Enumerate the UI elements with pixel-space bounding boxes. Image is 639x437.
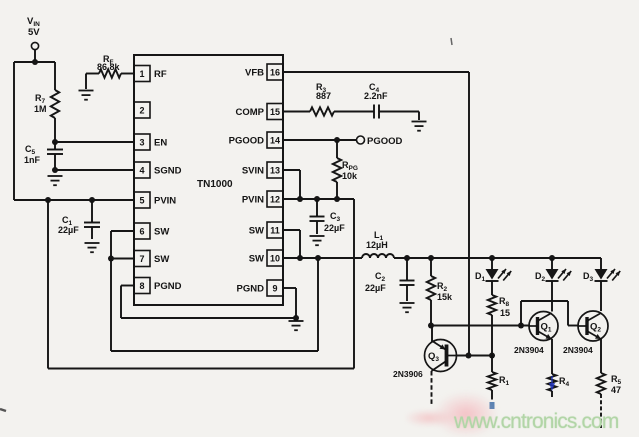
svg-text:RF: RF bbox=[103, 54, 114, 66]
svg-text:L1: L1 bbox=[374, 230, 384, 242]
svg-text:R2: R2 bbox=[437, 281, 448, 293]
svg-text:Q2: Q2 bbox=[590, 322, 601, 334]
svg-text:12µH: 12µH bbox=[366, 240, 388, 250]
svg-text:C5: C5 bbox=[25, 144, 36, 156]
svg-text:SVIN: SVIN bbox=[242, 166, 264, 177]
svg-text:SW: SW bbox=[154, 227, 169, 238]
svg-text:R8: R8 bbox=[499, 296, 510, 308]
svg-text:15: 15 bbox=[500, 308, 510, 318]
svg-text:PGND: PGND bbox=[154, 281, 182, 292]
svg-text:SW: SW bbox=[249, 226, 264, 237]
svg-text:16: 16 bbox=[270, 68, 280, 78]
svg-text:10k: 10k bbox=[342, 171, 358, 181]
svg-text:C1: C1 bbox=[62, 215, 73, 227]
svg-text:R5: R5 bbox=[611, 374, 622, 386]
svg-text:15: 15 bbox=[270, 107, 280, 117]
svg-text:COMP: COMP bbox=[236, 107, 265, 118]
svg-text:15k: 15k bbox=[437, 292, 453, 302]
svg-text:1: 1 bbox=[139, 69, 144, 79]
svg-text:13: 13 bbox=[270, 166, 280, 176]
svg-text:47: 47 bbox=[611, 385, 621, 395]
svg-text:1nF: 1nF bbox=[24, 155, 41, 165]
svg-text:PGOOD: PGOOD bbox=[367, 136, 403, 147]
svg-text:SW: SW bbox=[154, 254, 169, 265]
svg-text:PGND: PGND bbox=[237, 284, 265, 295]
svg-text:6: 6 bbox=[139, 227, 144, 237]
svg-text:2N3906: 2N3906 bbox=[393, 369, 423, 379]
svg-text:5V: 5V bbox=[28, 27, 40, 38]
svg-text:22µF: 22µF bbox=[58, 225, 79, 235]
svg-text:R7: R7 bbox=[35, 93, 46, 105]
svg-text:5: 5 bbox=[139, 196, 144, 206]
svg-text:TN1000: TN1000 bbox=[197, 179, 233, 190]
svg-text:SW: SW bbox=[249, 254, 264, 265]
svg-text:Q3: Q3 bbox=[428, 351, 439, 363]
svg-text:11: 11 bbox=[270, 226, 280, 236]
svg-text:SGND: SGND bbox=[154, 166, 182, 177]
svg-text:D3: D3 bbox=[583, 271, 594, 283]
svg-text:R1: R1 bbox=[499, 375, 510, 387]
svg-text:RF: RF bbox=[154, 69, 167, 80]
svg-text:22µF: 22µF bbox=[324, 223, 345, 233]
svg-text:86.8k: 86.8k bbox=[97, 62, 121, 72]
svg-text:D2: D2 bbox=[535, 271, 546, 283]
svg-text:R3: R3 bbox=[316, 82, 327, 94]
svg-text:Q1: Q1 bbox=[541, 322, 552, 334]
svg-text:PVIN: PVIN bbox=[242, 195, 264, 206]
svg-text:3: 3 bbox=[139, 138, 144, 148]
svg-text:1M: 1M bbox=[34, 104, 47, 114]
svg-text:12: 12 bbox=[270, 195, 280, 205]
svg-text:C2: C2 bbox=[375, 271, 386, 283]
svg-text:C3: C3 bbox=[330, 211, 341, 223]
svg-text:10: 10 bbox=[270, 254, 280, 264]
svg-text:R4: R4 bbox=[559, 376, 570, 388]
svg-text:4: 4 bbox=[139, 166, 144, 176]
svg-text:2.2nF: 2.2nF bbox=[364, 91, 388, 101]
svg-text:14: 14 bbox=[270, 136, 280, 146]
svg-text:7: 7 bbox=[139, 254, 144, 264]
svg-text:D1: D1 bbox=[475, 271, 486, 283]
svg-text:VFB: VFB bbox=[245, 68, 264, 79]
svg-text:PVIN: PVIN bbox=[154, 196, 176, 207]
svg-text:2N3904: 2N3904 bbox=[514, 345, 544, 355]
svg-text:9: 9 bbox=[272, 284, 277, 294]
svg-text:PGOOD: PGOOD bbox=[229, 136, 265, 147]
svg-text:8: 8 bbox=[139, 281, 144, 291]
svg-text:EN: EN bbox=[154, 138, 167, 149]
svg-text:2: 2 bbox=[139, 106, 144, 116]
svg-text:C4: C4 bbox=[369, 82, 380, 94]
svg-text:22µF: 22µF bbox=[365, 283, 386, 293]
svg-text:887: 887 bbox=[316, 91, 331, 101]
svg-text:2N3904: 2N3904 bbox=[563, 345, 593, 355]
